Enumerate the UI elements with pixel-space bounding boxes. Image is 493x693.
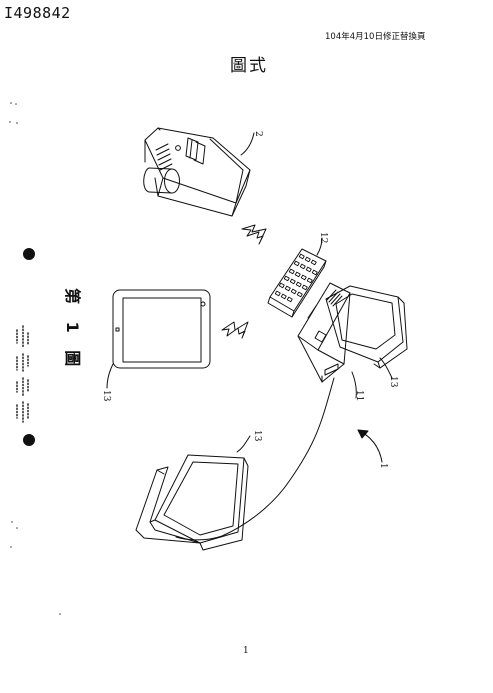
ref-label-host: 11: [354, 390, 364, 401]
leader-lines: [106, 132, 393, 453]
tablet-illustration: [112, 289, 211, 369]
dotted-margin-mark: [16, 325, 29, 423]
ref-label-keypad: 12: [318, 232, 328, 243]
punch-hole-top: [23, 248, 35, 260]
host-computer-illustration: [297, 282, 408, 383]
scan-specks: [9, 102, 61, 615]
section-title: 圖式: [230, 56, 268, 76]
ref-label-system: 1: [378, 463, 388, 469]
ref-label-camera: 2: [253, 131, 263, 137]
system-arrow: [357, 429, 383, 463]
wireless-bolt-lower: [221, 321, 249, 339]
wireless-bolt-upper: [241, 224, 267, 245]
punch-hole-bottom: [23, 434, 35, 446]
document-id: I498842: [4, 4, 71, 22]
connection-cable: [175, 377, 335, 541]
camera-illustration: [143, 127, 251, 217]
ref-label-display-right: 13: [388, 376, 398, 388]
keypad-illustration: [267, 248, 327, 318]
ref-label-tablet: 13: [101, 390, 111, 402]
left-monitor-illustration: [135, 454, 249, 551]
page-number: 1: [243, 646, 249, 656]
ref-label-display-left: 13: [252, 430, 262, 442]
revision-note: 104年4月10日修正替換頁: [325, 32, 426, 42]
